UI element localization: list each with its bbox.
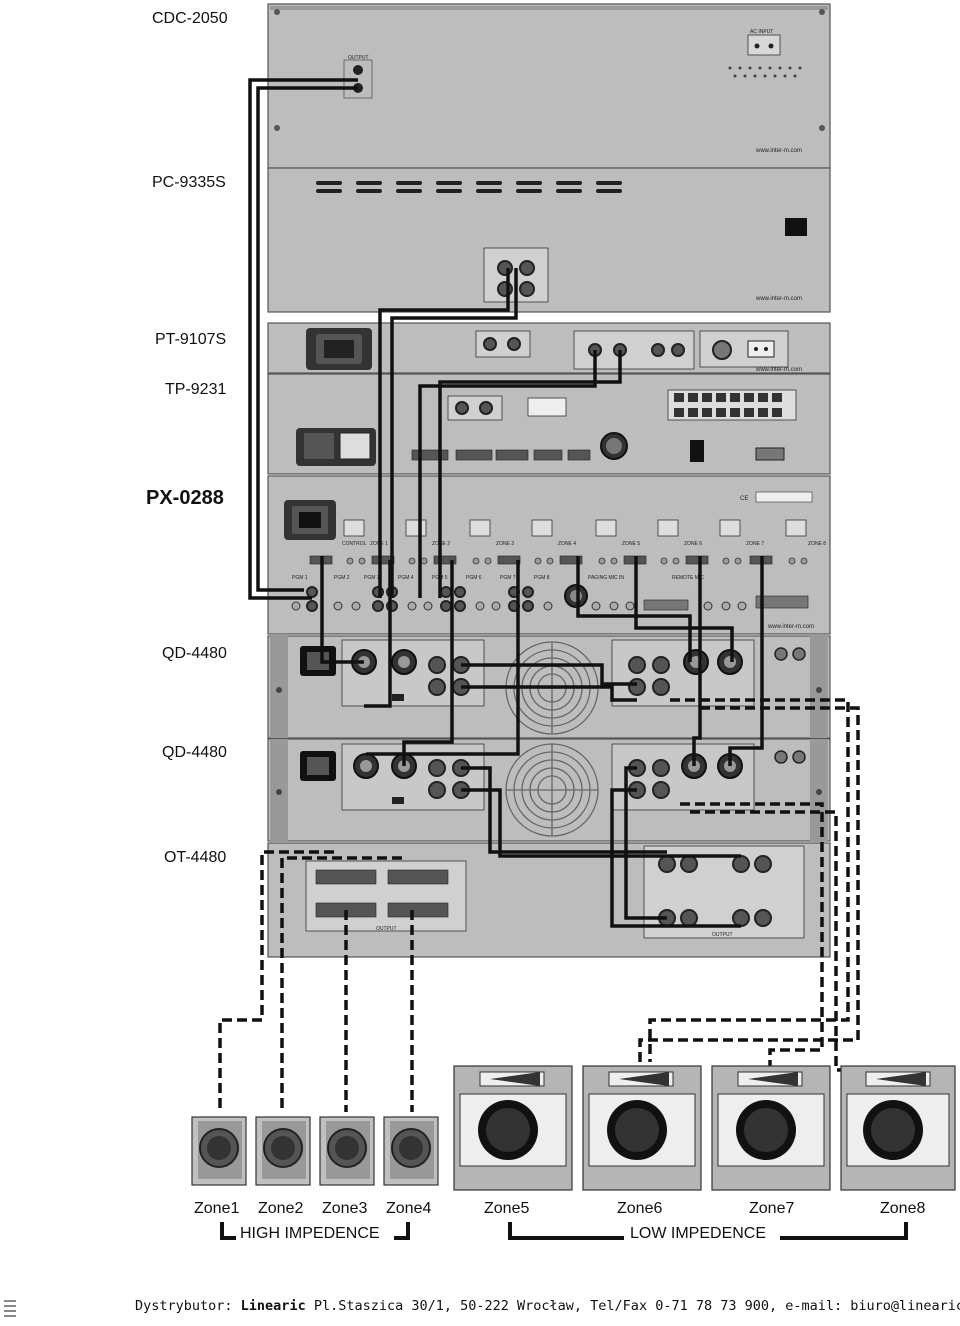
horn-speaker-zone8 [840, 1065, 956, 1191]
device-label-qd2: QD-4480 [162, 744, 227, 761]
horn-speaker-zone7 [711, 1065, 831, 1191]
cdc-ac-input-text: AC INPUT [750, 29, 773, 35]
horn-speaker-zone6 [582, 1065, 702, 1191]
px-ce-text: CE [740, 496, 748, 502]
device-label-px: PX-0288 [146, 487, 224, 509]
wall-speaker-zone3 [319, 1116, 375, 1186]
px-remote-mic: REMOTE MIC [672, 575, 704, 581]
qd-4480-panel-2 [267, 738, 831, 842]
low-impedance-label: LOW IMPEDENCE [630, 1225, 766, 1242]
cdc-2050-panel: OUTPUT AC INPUT www.inter-m.com [267, 3, 831, 169]
zone-label-5: Zone5 [484, 1200, 529, 1217]
device-labels: CDC-2050 PC-9335S PT-9107S TP-9231 PX-02… [146, 10, 228, 866]
px-0288-panel: CE CONTROL ZONE 1 ZONE 2 ZONE 3 ZONE 4 Z… [267, 475, 831, 635]
pc-website: www.inter-m.com [755, 296, 802, 302]
wall-speaker-zone4 [383, 1116, 439, 1186]
px-zone-8: ZONE 8 [808, 541, 826, 547]
px-pgm-7: PGM 7 [500, 575, 516, 581]
pt-website: www.inter-m.com [755, 367, 802, 373]
zone-label-3: Zone3 [322, 1200, 367, 1217]
logo-mark [4, 1300, 16, 1317]
wall-speaker-zone1 [191, 1116, 247, 1186]
distributor-footer: Dystrybutor: Linearic Pl.Staszica 30/1, … [135, 1298, 960, 1314]
ot-output-text-left: OUTPUT [376, 926, 397, 932]
signal-cables [248, 78, 764, 928]
device-label-ot: OT-4480 [164, 849, 226, 866]
px-pgm-2: PGM 2 [334, 575, 350, 581]
px-pgm-4: PGM 4 [398, 575, 414, 581]
cdc-output-text: OUTPUT [348, 55, 369, 61]
px-pgm-1: PGM 1 [292, 575, 308, 581]
cdc-website: www.inter-m.com [755, 148, 802, 154]
ot-4480-panel: OUTPUT OUTPUT [267, 842, 831, 958]
px-pgm-8: PGM 8 [534, 575, 550, 581]
zone-label-4: Zone4 [386, 1200, 431, 1217]
px-zone-7: ZONE 7 [746, 541, 764, 547]
ot-output-text-right: OUTPUT [712, 932, 733, 938]
device-label-tp: TP-9231 [165, 381, 226, 398]
ceiling-speakers-high [191, 1116, 439, 1186]
pc-9335s-panel: www.inter-m.com [267, 167, 831, 313]
horn-speaker-zone5 [453, 1065, 573, 1191]
px-zone-3: ZONE 3 [496, 541, 514, 547]
zone-label-6: Zone6 [617, 1200, 662, 1217]
impedance-groups: HIGH IMPEDENCE LOW IMPEDENCE [220, 1222, 908, 1242]
high-impedance-label: HIGH IMPEDENCE [240, 1225, 380, 1242]
device-label-pc: PC-9335S [152, 174, 226, 191]
zone-label-8: Zone8 [880, 1200, 925, 1217]
zone-label-1: Zone1 [194, 1200, 239, 1217]
px-zone-5: ZONE 5 [622, 541, 640, 547]
px-paging-mic: PAGING MIC IN [588, 575, 624, 581]
px-zone-6: ZONE 6 [684, 541, 702, 547]
cooling-fan-2 [505, 743, 599, 837]
zone-label-7: Zone7 [749, 1200, 794, 1217]
device-label-qd1: QD-4480 [162, 645, 227, 662]
pt-9107s-panel: www.inter-m.com [267, 322, 831, 374]
px-pgm-3: PGM 3 [364, 575, 380, 581]
px-pgm-6: PGM 6 [466, 575, 482, 581]
footer-contact: Pl.Staszica 30/1, 50-222 Wrocław, Tel/Fa… [305, 1298, 960, 1314]
footer-prefix: Dystrybutor: [135, 1298, 241, 1314]
wall-speaker-zone2 [255, 1116, 311, 1186]
px-zone-4: ZONE 4 [558, 541, 576, 547]
horn-speakers-low [453, 1065, 956, 1191]
px-control-1: CONTROL [342, 541, 367, 547]
device-label-cdc: CDC-2050 [152, 10, 228, 27]
device-label-pt: PT-9107S [155, 331, 226, 348]
zone-label-2: Zone2 [258, 1200, 303, 1217]
tp-9231-panel [267, 373, 831, 475]
px-website: www.inter-m.com [767, 624, 814, 630]
footer-company: Linearic [240, 1298, 306, 1314]
zone-labels: Zone1 Zone2 Zone3 Zone4 Zone5 Zone6 Zone… [194, 1200, 925, 1217]
